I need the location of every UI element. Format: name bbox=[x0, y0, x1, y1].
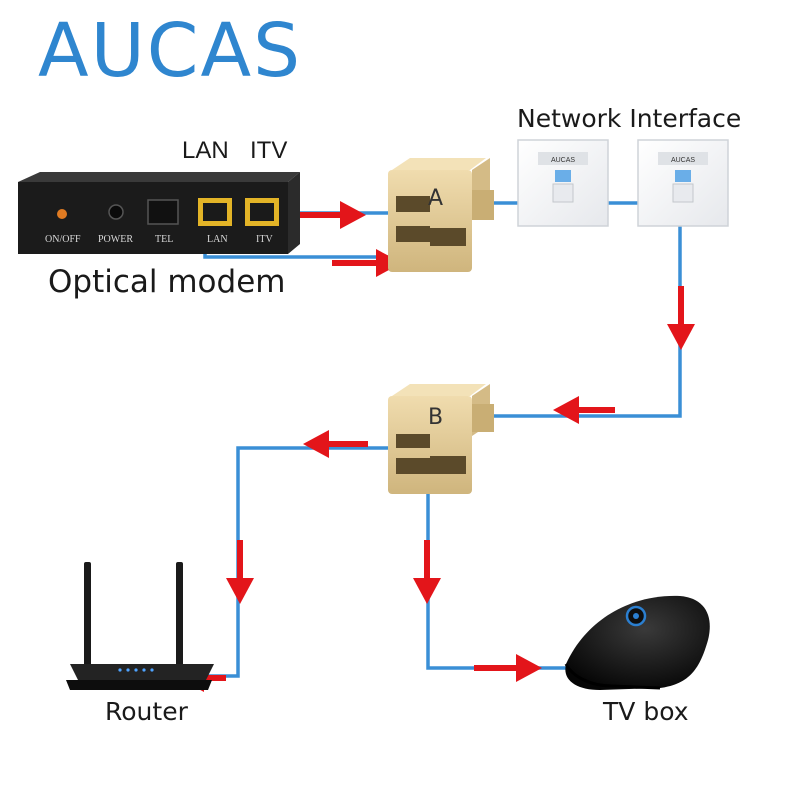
arrow-itv-to-a bbox=[298, 201, 366, 229]
plate-2-brand: AUCAS bbox=[671, 157, 695, 164]
coupler-b: B bbox=[388, 384, 494, 494]
cable-plate2-to-b bbox=[490, 226, 682, 418]
label-optical-modem: Optical modem bbox=[48, 264, 286, 300]
brand-logo: AUCAS bbox=[38, 8, 303, 94]
arrow-into-b bbox=[553, 396, 615, 424]
arrow-into-tvbox bbox=[474, 654, 542, 682]
power-jack bbox=[108, 204, 124, 220]
label-tv-box: TV box bbox=[603, 697, 689, 726]
port-label-lan: LAN bbox=[207, 234, 228, 245]
port-label-tel: TEL bbox=[155, 234, 173, 245]
label-network-interface: Network Interface bbox=[517, 104, 742, 133]
label-router: Router bbox=[105, 697, 188, 726]
tv-box-icon bbox=[564, 595, 710, 690]
coupler-a: A bbox=[388, 158, 494, 272]
label-itv: ITV bbox=[250, 137, 288, 164]
port-label-power: POWER bbox=[98, 234, 133, 245]
label-lan: LAN bbox=[182, 137, 229, 164]
optical-modem: ON/OFF POWER TEL LAN ITV bbox=[18, 172, 300, 254]
tel-port bbox=[147, 199, 179, 225]
cable-b-to-tvbox bbox=[426, 480, 566, 670]
coupler-a-letter: A bbox=[428, 186, 443, 211]
router-icon bbox=[66, 562, 214, 690]
coupler-b-letter: B bbox=[428, 405, 443, 430]
power-led bbox=[57, 209, 67, 219]
arrow-down-tvbox bbox=[413, 540, 441, 604]
arrow-down-right bbox=[667, 286, 695, 350]
plate-1-brand: AUCAS bbox=[551, 157, 575, 164]
wall-plate-2: AUCAS bbox=[637, 139, 729, 227]
port-label-itv: ITV bbox=[256, 234, 273, 245]
port-label-on-off: ON/OFF bbox=[45, 234, 81, 245]
arrow-down-router bbox=[226, 540, 254, 604]
wall-plate-1: AUCAS bbox=[517, 139, 609, 227]
cable-b-to-router bbox=[200, 446, 398, 678]
arrow-b-to-left bbox=[303, 430, 368, 458]
